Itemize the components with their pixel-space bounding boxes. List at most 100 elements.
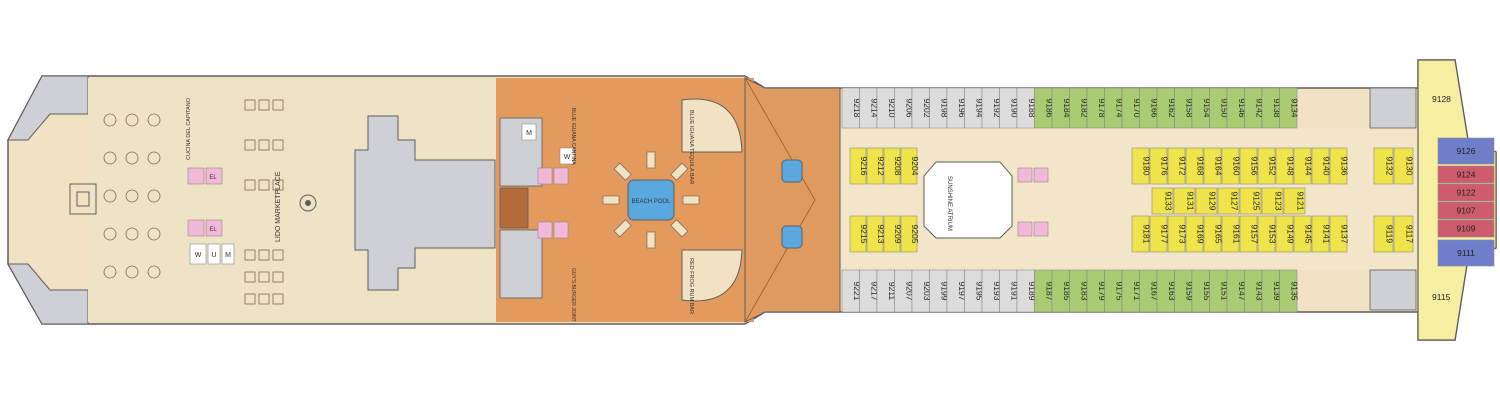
restroom-women[interactable] (559, 147, 575, 165)
cabin-9180[interactable]: 9180 (1131, 147, 1152, 185)
cabin-9160[interactable]: 9160 (1221, 147, 1242, 185)
beach-pool[interactable] (627, 179, 675, 221)
cabin-9190[interactable]: 9190 (999, 87, 1020, 129)
cabin-9146[interactable]: 9146 (1226, 87, 1247, 129)
cabin-9131[interactable]: 9131 (1173, 187, 1196, 215)
cabin-9187[interactable]: 9187 (1034, 269, 1055, 313)
cabin-9134[interactable]: 9134 (1279, 87, 1300, 129)
restroom-men[interactable] (221, 243, 235, 265)
cabin-9188[interactable]: 9188 (1016, 87, 1037, 129)
hot-tub[interactable] (781, 159, 803, 183)
restroom-women[interactable] (189, 243, 207, 265)
cabin-9197[interactable]: 9197 (946, 269, 967, 313)
cabin-9192[interactable]: 9192 (981, 87, 1002, 129)
elevator[interactable] (1033, 167, 1049, 183)
cabin-9196[interactable]: 9196 (946, 87, 967, 129)
elevator[interactable] (205, 167, 223, 185)
cabin-9165[interactable]: 9165 (1203, 215, 1224, 253)
cabin-9150[interactable]: 9150 (1209, 87, 1230, 129)
elevator[interactable] (553, 221, 569, 239)
restroom-men[interactable] (521, 123, 537, 141)
elevator[interactable] (1033, 221, 1049, 237)
stern-cabin-9128[interactable]: 9128 (1432, 94, 1451, 104)
cabin-9199[interactable]: 9199 (929, 269, 950, 313)
cabin-9163[interactable]: 9163 (1156, 269, 1177, 313)
elevator[interactable] (537, 167, 553, 185)
suite-9122[interactable]: 9122 (1437, 183, 1495, 202)
cabin-9217[interactable]: 9217 (859, 269, 880, 313)
cabin-9149[interactable]: 9149 (1275, 215, 1296, 253)
cabin-9170[interactable]: 9170 (1121, 87, 1142, 129)
suite-9111[interactable]: 9111 (1437, 239, 1495, 267)
cabin-9183[interactable]: 9183 (1069, 269, 1090, 313)
cabin-9164[interactable]: 9164 (1203, 147, 1224, 185)
cabin-9191[interactable]: 9191 (999, 269, 1020, 313)
suite-9107[interactable]: 9107 (1437, 201, 1495, 220)
cabin-9174[interactable]: 9174 (1104, 87, 1125, 129)
elevator[interactable] (553, 167, 569, 185)
cabin-9125[interactable]: 9125 (1239, 187, 1262, 215)
cabin-9171[interactable]: 9171 (1121, 269, 1142, 313)
cabin-9173[interactable]: 9173 (1167, 215, 1188, 253)
cabin-9218[interactable]: 9218 (841, 87, 862, 129)
cabin-9132[interactable]: 9132 (1373, 147, 1395, 185)
red-frog-bar[interactable] (681, 249, 743, 302)
cabin-9135[interactable]: 9135 (1279, 269, 1300, 313)
cabin-9127[interactable]: 9127 (1217, 187, 1240, 215)
cabin-9129[interactable]: 9129 (1195, 187, 1218, 215)
cabin-9145[interactable]: 9145 (1293, 215, 1314, 253)
cabin-9144[interactable]: 9144 (1293, 147, 1314, 185)
cabin-9176[interactable]: 9176 (1149, 147, 1170, 185)
cabin-9147[interactable]: 9147 (1226, 269, 1247, 313)
cabin-9133[interactable]: 9133 (1151, 187, 1174, 215)
cabin-9151[interactable]: 9151 (1209, 269, 1230, 313)
elevator[interactable] (187, 167, 205, 185)
elevator[interactable] (537, 221, 553, 239)
cabin-9158[interactable]: 9158 (1174, 87, 1195, 129)
cabin-9167[interactable]: 9167 (1139, 269, 1160, 313)
cabin-9202[interactable]: 9202 (911, 87, 932, 129)
cabin-9157[interactable]: 9157 (1239, 215, 1260, 253)
cabin-9210[interactable]: 9210 (876, 87, 897, 129)
cabin-9139[interactable]: 9139 (1261, 269, 1282, 313)
cabin-9143[interactable]: 9143 (1244, 269, 1265, 313)
elevator[interactable] (1017, 167, 1033, 183)
sunshine-atrium[interactable] (923, 161, 1013, 239)
cabin-9148[interactable]: 9148 (1275, 147, 1296, 185)
cabin-9194[interactable]: 9194 (964, 87, 985, 129)
cabin-9130[interactable]: 9130 (1393, 147, 1415, 185)
cabin-9204[interactable]: 9204 (900, 147, 920, 185)
cabin-9215[interactable]: 9215 (849, 215, 869, 253)
cabin-9195[interactable]: 9195 (964, 269, 985, 313)
cabin-9142[interactable]: 9142 (1244, 87, 1265, 129)
cabin-9119[interactable]: 9119 (1373, 215, 1395, 253)
cabin-9161[interactable]: 9161 (1221, 215, 1242, 253)
elevator[interactable] (187, 219, 205, 237)
cabin-9198[interactable]: 9198 (929, 87, 950, 129)
cabin-9207[interactable]: 9207 (894, 269, 915, 313)
cabin-9141[interactable]: 9141 (1311, 215, 1332, 253)
cabin-9213[interactable]: 9213 (866, 215, 886, 253)
cabin-9172[interactable]: 9172 (1167, 147, 1188, 185)
cabin-9140[interactable]: 9140 (1311, 147, 1332, 185)
cabin-9193[interactable]: 9193 (981, 269, 1002, 313)
cabin-9214[interactable]: 9214 (859, 87, 880, 129)
cabin-9137[interactable]: 9137 (1329, 215, 1350, 253)
cabin-9159[interactable]: 9159 (1174, 269, 1195, 313)
cabin-9206[interactable]: 9206 (894, 87, 915, 129)
cabin-9166[interactable]: 9166 (1139, 87, 1160, 129)
cabin-9185[interactable]: 9185 (1051, 269, 1072, 313)
restroom-u[interactable] (207, 243, 221, 265)
cabin-9155[interactable]: 9155 (1191, 269, 1212, 313)
suite-9126[interactable]: 9126 (1437, 137, 1495, 165)
suite-9124[interactable]: 9124 (1437, 165, 1495, 184)
cabin-9182[interactable]: 9182 (1069, 87, 1090, 129)
cabin-9211[interactable]: 9211 (876, 269, 897, 313)
blue-iguana-bar[interactable] (681, 98, 743, 153)
cabin-9184[interactable]: 9184 (1051, 87, 1072, 129)
cabin-9177[interactable]: 9177 (1149, 215, 1170, 253)
stern-cabin-9115[interactable]: 9115 (1432, 292, 1451, 302)
hot-tub[interactable] (781, 225, 803, 249)
cabin-9221[interactable]: 9221 (841, 269, 862, 313)
cabin-9181[interactable]: 9181 (1131, 215, 1152, 253)
